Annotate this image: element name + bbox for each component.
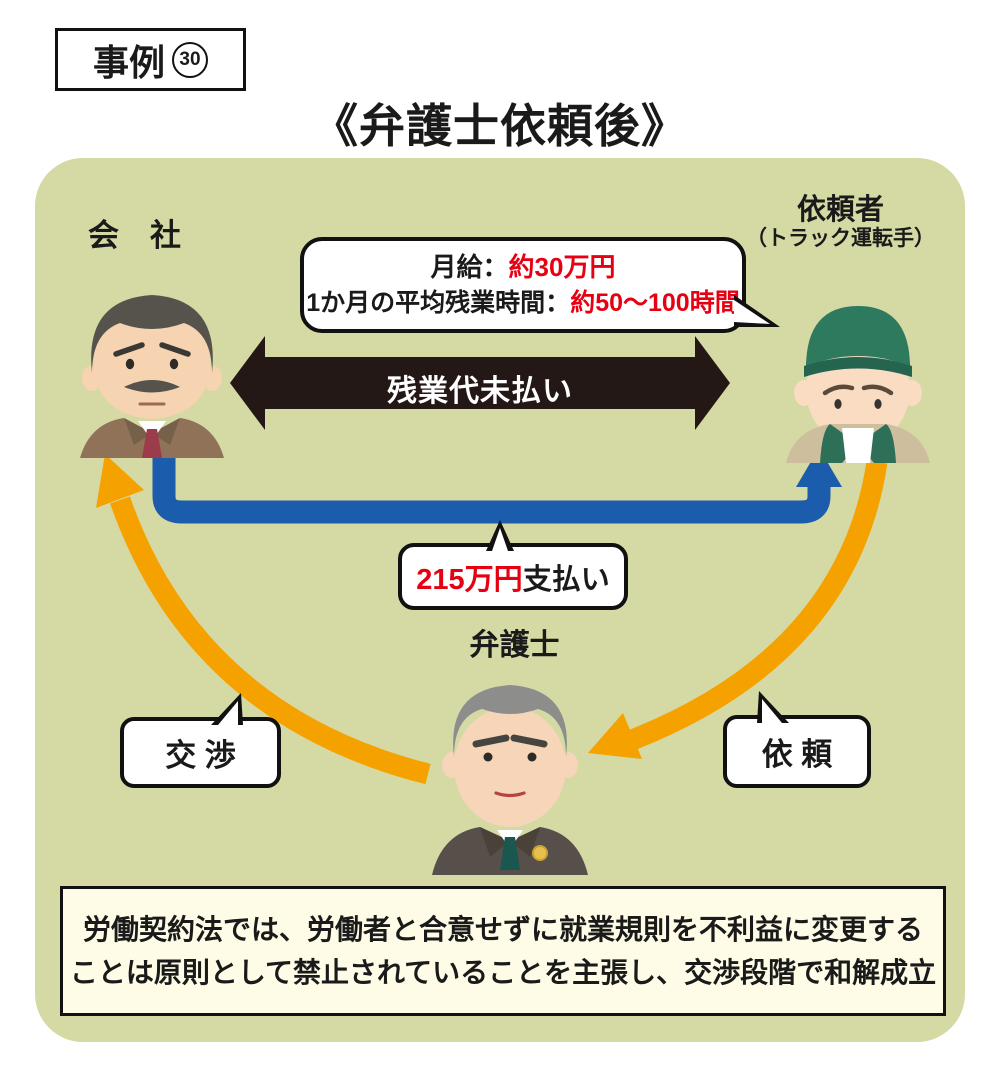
company-label: 会 社 [88,218,181,253]
footnote-box: 労働契約法では、労働者と合意せずに就業規則を不利益に変更する ことは原則として禁… [60,886,946,1016]
salary-bubble: 月給：約30万円 1か月の平均残業時間：約50～100時間 [300,237,780,333]
page-title: 《弁護士依頼後》 [312,100,688,152]
negotiation-label: 交 渉 [165,738,236,773]
client-label-group: 依頼者 （トラック運転手） [733,194,948,251]
case-label-box: 事例 30 [55,28,246,91]
case-label-text: 事例 [92,41,165,83]
lawyer-label: 弁護士 [469,629,560,662]
unpaid-overtime-label: 残業代未払い [387,375,573,408]
case-number-circle: 30 [172,41,208,78]
payment-value: 215万円 [416,563,523,596]
negotiation-bubble-tail [211,693,243,725]
salary-bubble-tail [734,295,780,327]
salary-line1: 月給：約30万円 [431,249,616,285]
salary-line2-value: 約50～100時間 [570,288,740,317]
client-avatar-icon [786,306,930,463]
request-label: 依 頼 [761,737,833,772]
salary-line1-prefix: 月給： [430,252,509,283]
footnote-line1: 労働契約法では、労働者と合意せずに就業規則を不利益に変更する [82,913,923,945]
company-avatar-icon [80,295,224,458]
salary-line2-prefix: 1か月の平均残業時間： [306,288,571,317]
client-label: 依頼者 [796,194,884,226]
lawyer-avatar-icon [432,685,588,875]
salary-line1-value: 約30万円 [508,252,616,283]
request-bubble: 依 頼 [723,691,871,788]
payment-suffix: 支払い [522,563,610,596]
salary-line2: 1か月の平均残業時間：約50～100時間 [306,286,739,321]
negotiation-bubble: 交 渉 [120,693,281,788]
payment-bubble: 215万円 支払い [398,520,628,610]
request-bubble-tail [757,691,789,723]
client-sublabel: （トラック運転手） [746,227,935,251]
payment-bubble-tail [486,520,514,551]
footnote-line2: ことは原則として禁止されていることを主張し、交渉段階で和解成立 [69,957,937,988]
